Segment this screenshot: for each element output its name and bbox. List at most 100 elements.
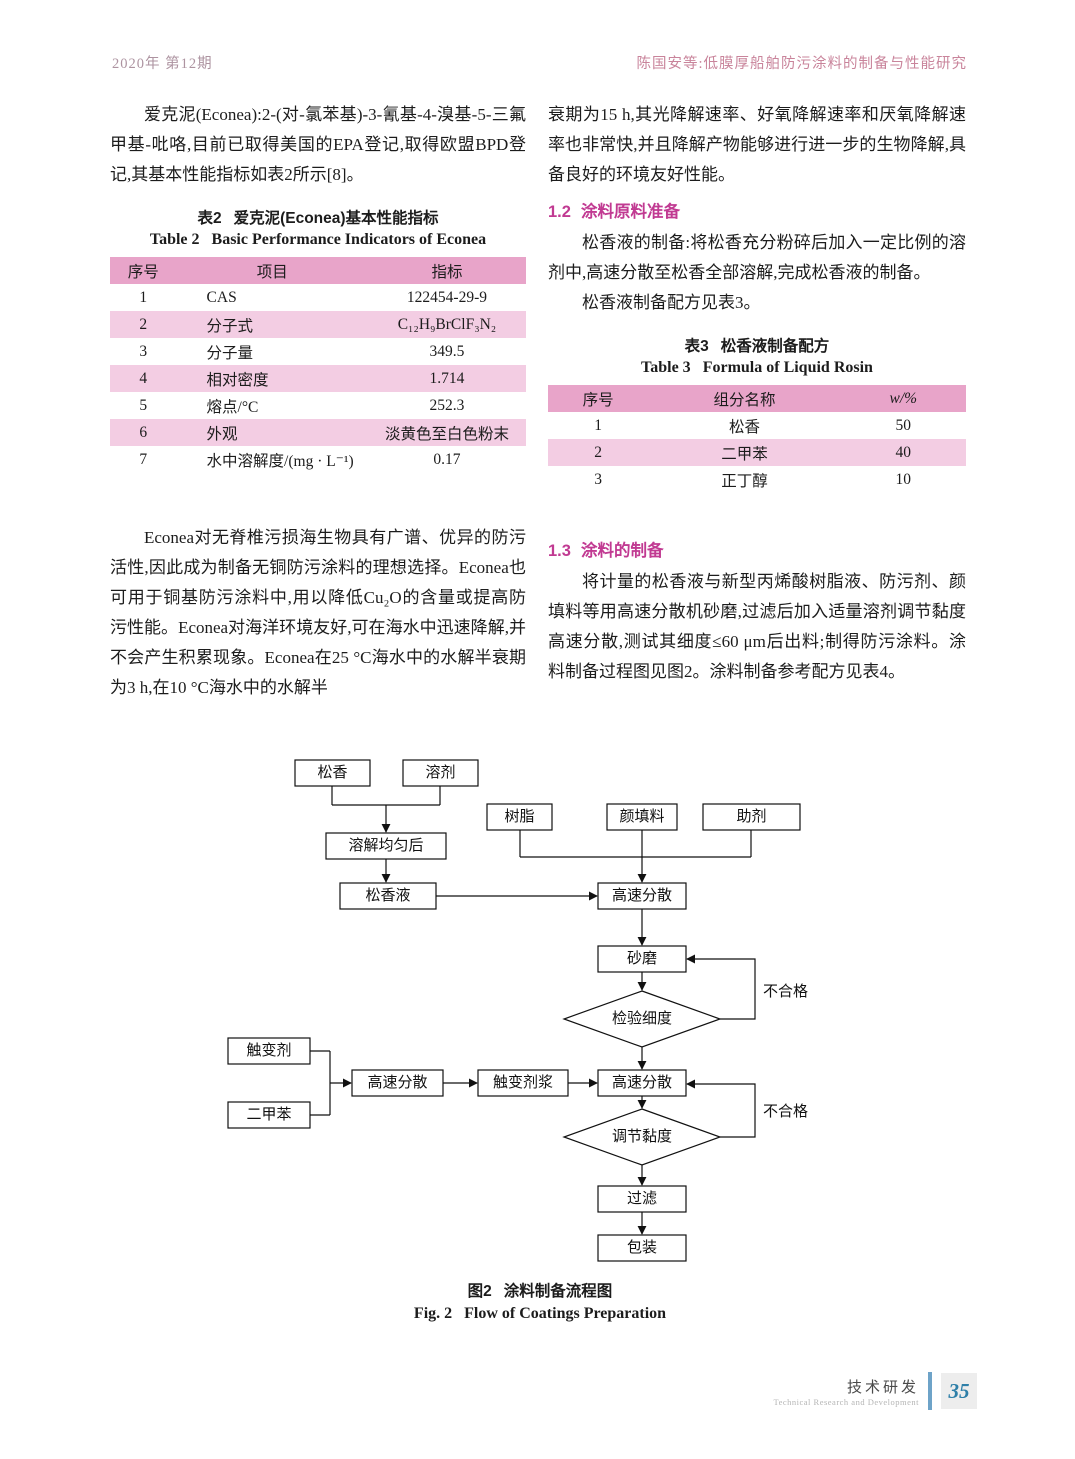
left-column: 爱克泥(Econea):2-(对-氯苯基)-3-氰基-4-溴基-5-三氟甲基-吡… — [110, 100, 526, 703]
flow-node-label: 检验细度 — [612, 1010, 672, 1027]
figure2-caption-zh: 图2 涂料制备流程图 — [190, 1279, 890, 1301]
table3-header-row: 序号 组分名称 w/% — [548, 385, 966, 412]
table2-caption-title-zh: 爱克泥(Econea)基本性能指标 — [233, 210, 439, 227]
flow-node-label: 过滤 — [627, 1190, 657, 1207]
cell-index: 1 — [139, 288, 148, 306]
cell-index: 3 — [594, 470, 603, 488]
section-heading-1-2: 1.2 涂料原料准备 — [548, 198, 966, 222]
flow-node-label: 高速分散 — [612, 1074, 672, 1091]
cell-component: 正丁醇 — [721, 472, 768, 490]
flow-node-dissolve: 溶解均匀后 — [325, 832, 447, 860]
flow-node-disperse-left: 高速分散 — [351, 1069, 444, 1097]
page-number: 35 — [941, 1373, 977, 1409]
flow-node-label: 颜填料 — [619, 808, 664, 825]
table-row: 1 CAS 122454-29-9 — [110, 284, 526, 311]
flow-node-label: 触变剂 — [246, 1042, 291, 1059]
flow-node-thixotrope: 触变剂 — [227, 1037, 311, 1065]
cell-wpercent: 50 — [895, 416, 912, 434]
table-row: 7 水中溶解度/(mg · L⁻¹) 0.17 — [110, 446, 526, 473]
figure2-caption-label-en: Fig. 2 — [413, 1305, 453, 1322]
right-column: 衰期为15 h,其光降解速率、好氧降解速率和厌氧降解速率也非常快,并且降解产物能… — [548, 100, 966, 687]
flow-node-disperse2: 高速分散 — [597, 1069, 687, 1097]
running-title-header: 陈国安等:低膜厚船舶防污涂料的制备与性能研究 — [636, 56, 967, 72]
section-heading-1-3: 1.3 涂料的制备 — [548, 537, 966, 561]
section-number: 1.3 — [548, 542, 571, 560]
section-title: 涂料原料准备 — [580, 203, 680, 221]
cell-value: 349.5 — [429, 342, 465, 360]
cell-component: 松香 — [728, 418, 760, 436]
flow-node-xylene: 二甲苯 — [227, 1101, 311, 1129]
table3-caption-label-en: Table 3 — [641, 359, 691, 376]
cell-wpercent: 10 — [895, 470, 912, 488]
figure2-caption-label-zh: 图2 — [467, 1283, 492, 1300]
flow-node-label: 二甲苯 — [246, 1106, 291, 1123]
flowchart-figure2: 松香 溶剂 溶解均匀后 松香液 树脂 颜填料 助剂 高速分散 砂磨 检验细度 高… — [190, 753, 890, 1275]
table3-caption-label-zh: 表3 — [684, 338, 709, 355]
table2-header-value: 指标 — [367, 257, 526, 284]
flow-decision-adjust-viscosity: 调节黏度 — [562, 1108, 722, 1166]
table-row: 3 分子量 349.5 — [110, 338, 526, 365]
section-number: 1.2 — [548, 203, 571, 221]
table2-caption-label-en: Table 2 — [149, 231, 200, 248]
connector-fail-loop2 — [686, 1079, 756, 1138]
table-row: 5 熔点/°C 252.3 — [110, 392, 526, 419]
table3-header-index: 序号 — [548, 385, 649, 412]
table-row: 1 松香 50 — [548, 412, 966, 439]
flow-node-label: 松香液 — [365, 887, 410, 904]
flow-node-label: 触变剂浆 — [493, 1073, 553, 1091]
cell-item: 外观 — [176, 419, 368, 446]
footer-label-en: Technical Research and Development — [773, 1396, 919, 1407]
table3-header-wpercent: w/% — [840, 385, 966, 412]
table-row: 4 相对密度 1.714 — [110, 365, 526, 392]
flow-node-label: 高速分散 — [367, 1074, 427, 1091]
flow-node-label: 调节黏度 — [612, 1128, 672, 1145]
flow-node-thixotrope-paste: 触变剂浆 — [477, 1069, 569, 1097]
table-econea-indicators: 序号 项目 指标 1 CAS 122454-29-9 2 分子式 C₁₂H₉Br… — [110, 257, 526, 473]
flow-node-resin: 树脂 — [486, 803, 553, 831]
paragraph-rosin-preparation: 松香液的制备:将松香充分粉碎后加入一定比例的溶剂中,高速分散至松香全部溶解,完成… — [548, 233, 966, 282]
table3-header-component: 组分名称 — [648, 385, 841, 412]
cell-index: 4 — [110, 365, 177, 392]
footer-label-zh: 技术研发 — [846, 1379, 919, 1396]
cell-component: 二甲苯 — [648, 439, 841, 466]
flow-connectors — [310, 786, 756, 1235]
fail-label-2: 不合格 — [763, 1103, 808, 1120]
flow-node-pigment: 颜填料 — [606, 803, 678, 831]
cell-index: 1 — [594, 416, 603, 434]
cell-index: 2 — [548, 439, 649, 466]
cell-value: C₁₂H₉BrClF₃N₂ — [367, 311, 526, 338]
journal-issue-header: 2020年 第12期 — [112, 56, 213, 72]
paragraph-degradation: 衰期为15 h,其光降解速率、好氧降解速率和厌氧降解速率也非常快,并且降解产物能… — [548, 105, 966, 184]
cell-item: 分子量 — [206, 344, 254, 362]
paragraph-rosin-formula-ref: 松香液制备配方见表3。 — [582, 293, 761, 312]
section-title: 涂料的制备 — [580, 542, 664, 560]
flow-node-grind: 砂磨 — [597, 945, 687, 973]
cell-value: 0.17 — [433, 450, 461, 468]
figure2-caption-title-zh: 涂料制备流程图 — [503, 1283, 613, 1300]
cell-index: 6 — [110, 419, 177, 446]
flowchart-svg: 松香 溶剂 溶解均匀后 松香液 树脂 颜填料 助剂 高速分散 砂磨 检验细度 高… — [227, 759, 808, 1262]
cell-value: 淡黄色至白色粉末 — [367, 419, 526, 446]
flow-node-solvent: 溶剂 — [402, 759, 479, 787]
flow-node-rosin: 松香 — [294, 759, 371, 787]
cell-item: 熔点/°C — [206, 398, 259, 416]
cell-item: CAS — [206, 288, 237, 306]
table2-header-row: 序号 项目 指标 — [110, 257, 526, 284]
cell-value: 252.3 — [429, 396, 465, 414]
flow-node-label: 松香 — [317, 764, 347, 781]
cell-index: 2 — [110, 311, 177, 338]
table-row: 2 二甲苯 40 — [548, 439, 966, 466]
flow-node-label: 砂磨 — [627, 950, 657, 967]
table-row: 6 外观 淡黄色至白色粉末 — [110, 419, 526, 446]
flow-node-disperse1: 高速分散 — [597, 882, 687, 910]
cell-index: 5 — [139, 396, 148, 414]
footer-section-label: 技术研发 Technical Research and Development — [773, 1376, 919, 1407]
cell-item: 水中溶解度/(mg · L⁻¹) — [206, 452, 354, 470]
cell-value: 122454-29-9 — [406, 288, 487, 306]
paragraph-coating-preparation: 将计量的松香液与新型丙烯酸树脂液、防污剂、颜填料等用高速分散机砂磨,过滤后加入适… — [548, 572, 966, 681]
